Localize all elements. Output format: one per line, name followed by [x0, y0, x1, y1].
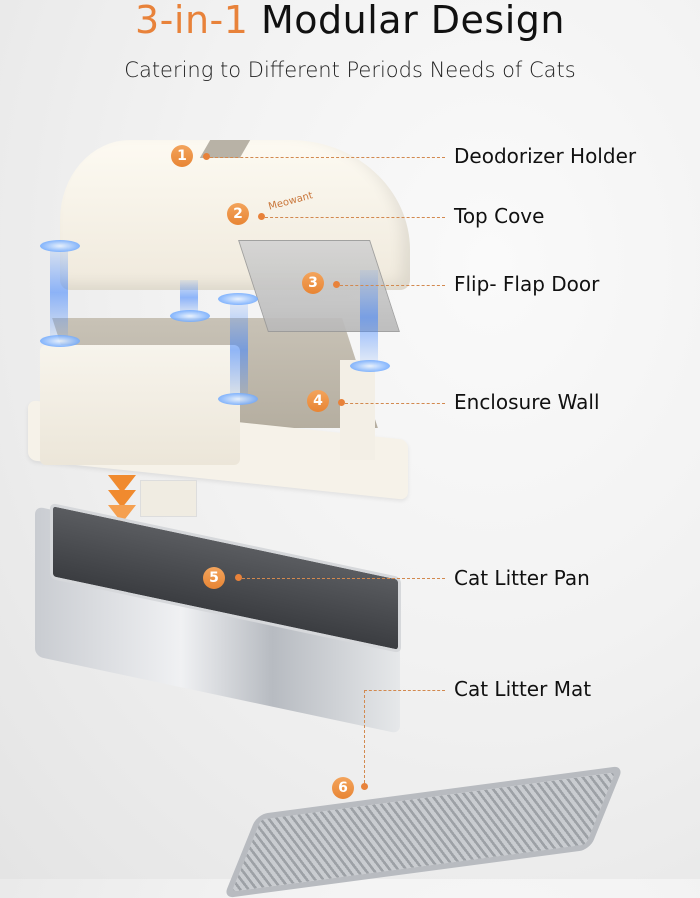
callout-dot	[333, 281, 340, 288]
callout-dot	[203, 153, 210, 160]
connector-glow	[230, 300, 248, 400]
enclosure-post	[340, 360, 375, 460]
badge-1: 1	[171, 145, 193, 167]
down-arrow-icon	[108, 490, 136, 508]
label-deodorizer-holder: Deodorizer Holder	[454, 144, 637, 168]
connector-ring	[218, 393, 258, 405]
badge-2: 2	[227, 203, 249, 225]
label-cat-litter-mat: Cat Litter Mat	[454, 677, 592, 701]
connector-ring	[350, 360, 390, 372]
title-rest: Modular Design	[248, 0, 565, 42]
page-title: 3-in-1 Modular Design	[0, 0, 700, 42]
label-cat-litter-pan: Cat Litter Pan	[454, 566, 590, 590]
callout-line	[242, 578, 445, 579]
label-flip-flap-door: Flip- Flap Door	[454, 272, 600, 296]
down-arrow-icon	[108, 475, 136, 493]
callout-dot	[258, 213, 265, 220]
connector-ring	[40, 240, 80, 252]
callout-dot	[361, 783, 368, 790]
callout-line	[265, 217, 445, 218]
enclosure-wall-shape	[40, 345, 240, 465]
badge-5: 5	[203, 567, 225, 589]
title-accent: 3-in-1	[135, 0, 249, 42]
badge-6: 6	[332, 777, 354, 799]
callout-dot	[338, 399, 345, 406]
litter-mat-shape	[223, 765, 624, 898]
callout-line	[345, 403, 445, 404]
label-enclosure-wall: Enclosure Wall	[454, 390, 600, 414]
connector-ring	[40, 335, 80, 347]
connector-glow	[360, 270, 378, 365]
connector-glow	[50, 245, 68, 340]
connector-glow	[180, 280, 198, 315]
page-subtitle: Catering to Different Periods Needs of C…	[124, 58, 576, 82]
callout-dot	[235, 574, 242, 581]
drawer-clip	[140, 480, 197, 517]
callout-line	[340, 285, 445, 286]
callout-line	[364, 690, 445, 691]
badge-4: 4	[307, 390, 329, 412]
label-top-cove: Top Cove	[454, 204, 545, 228]
connector-ring	[218, 293, 258, 305]
badge-3: 3	[302, 272, 324, 294]
connector-ring	[170, 310, 210, 322]
callout-line	[210, 157, 445, 158]
callout-line-vertical	[364, 690, 365, 783]
